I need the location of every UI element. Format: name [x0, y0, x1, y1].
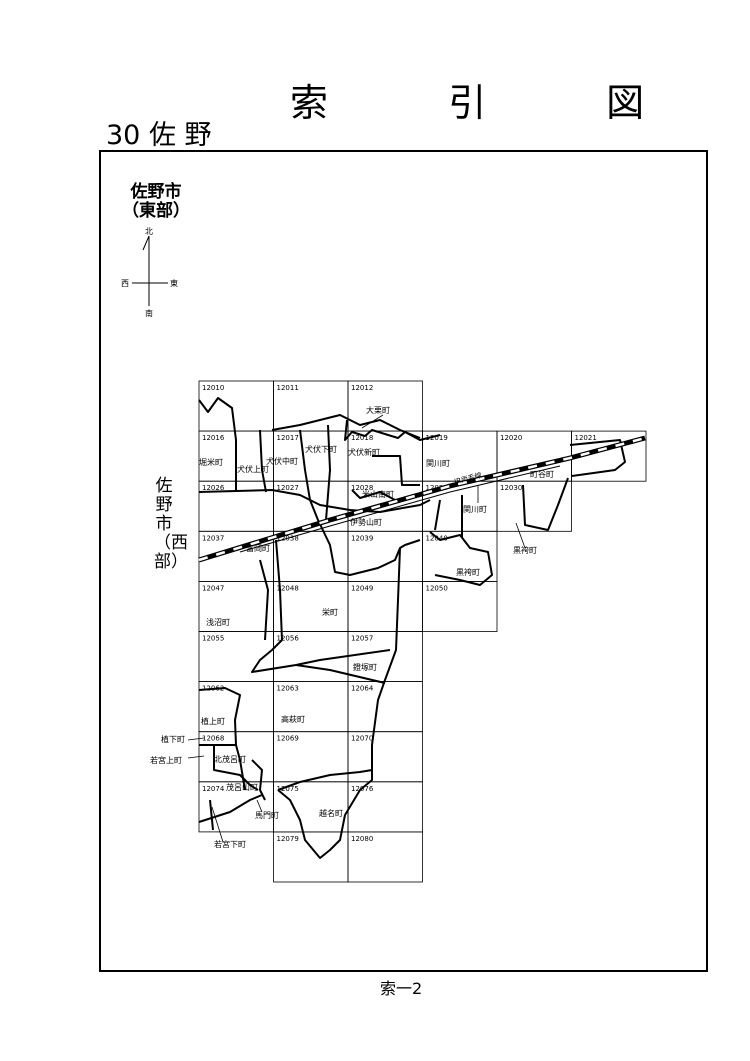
town-label: 鐙塚町	[353, 662, 377, 672]
compass-north-label: 北	[145, 227, 153, 236]
town-label: 町谷町	[530, 470, 554, 479]
town-label: 関川町	[463, 505, 487, 514]
page-footer: 索一2	[380, 979, 423, 998]
grid-cell-label: 12055	[202, 635, 224, 643]
town-label: 黒袴町	[513, 545, 537, 555]
grid-cell-label: 12069	[277, 735, 299, 743]
compass-east-label: 東	[170, 279, 178, 288]
town-boundaries	[198, 397, 626, 859]
grid-cell-label: 12063	[277, 685, 299, 693]
grid-cell-label: 12019	[426, 434, 448, 442]
compass-icon	[132, 235, 168, 306]
grid-cell-label: 12070	[351, 735, 373, 743]
grid-cell-label: 12016	[202, 434, 225, 442]
town-label: 若宮下町	[214, 839, 246, 849]
town-label: 関川町	[426, 459, 450, 468]
grid-cell-label: 12047	[202, 584, 224, 592]
grid-cell	[422, 581, 498, 632]
town-label: 植上町	[201, 716, 225, 726]
town-label: 犬伏新町	[348, 447, 380, 457]
grid-cell-label: 12064	[351, 685, 374, 693]
leader-lines	[187, 414, 526, 843]
grid-cell-label: 12075	[277, 785, 299, 793]
town-label: 栄町	[322, 607, 338, 617]
town-label: 犬伏上町	[237, 464, 269, 474]
grid-cell-label: 12028	[351, 484, 373, 492]
grid-cell-label: 12050	[426, 584, 448, 592]
map-frame	[99, 150, 708, 972]
area-name: 佐野市 （東部）	[122, 183, 190, 221]
grid-cell-label: 12057	[351, 635, 373, 643]
grid-cell-label: 12049	[351, 584, 373, 592]
town-label: 米山南町	[362, 489, 394, 499]
page-subtitle: 30 佐 野	[106, 120, 212, 151]
grid-cell-label: 12021	[575, 434, 597, 442]
grid-cell-label: 12017	[277, 434, 299, 442]
town-label: 馬門町	[255, 811, 279, 820]
town-label: 越名町	[319, 808, 343, 818]
town-label: 犬伏下町	[305, 444, 337, 454]
grid-cell-label: 12018	[351, 434, 373, 442]
grid-cell	[347, 831, 423, 883]
grid-cell-label: 12010	[202, 384, 224, 392]
compass-south-label: 南	[145, 309, 153, 318]
town-label: 伊勢山町	[350, 517, 382, 527]
grid-cell-label: 12027	[277, 484, 299, 492]
grid-cell-label: 12079	[277, 835, 299, 843]
town-label: 犬伏中町	[266, 456, 298, 466]
page-title: 索 引 図	[290, 81, 699, 125]
grid-cell-label: 12030	[500, 484, 522, 492]
area-name-line1: 佐野市	[130, 182, 182, 202]
area-name-line2: （東部）	[122, 201, 190, 221]
town-label: 若宮上町	[150, 755, 182, 765]
town-label: 植下町	[161, 734, 185, 744]
town-label: 富岡町	[246, 543, 270, 553]
town-label: 大栗町	[366, 405, 390, 415]
grid-cell-label: 12074	[202, 785, 225, 793]
grid-cell-label: 12012	[351, 384, 373, 392]
town-label: 北茂呂町	[214, 754, 246, 764]
grid-cell-label: 12039	[351, 534, 373, 542]
town-label: 黒袴町	[456, 567, 480, 577]
grid-cell-label: 12026	[202, 484, 225, 492]
grid-cell-label: 12056	[277, 635, 300, 643]
town-labels: 大栗町犬伏下町犬伏新町関川町堀米町犬伏上町犬伏中町町谷町米山南町関川町伊勢山町富…	[150, 405, 554, 849]
grid-cell	[496, 480, 572, 532]
railway-line	[198, 435, 646, 563]
town-label: 堀米町	[199, 457, 223, 467]
town-label: 高萩町	[281, 714, 305, 724]
grid-cell-label: 12011	[277, 384, 299, 392]
grid-cell-label: 12068	[202, 735, 224, 743]
town-label: 茂呂山町	[226, 782, 258, 792]
grid-cell-label: 12037	[202, 534, 224, 542]
grid-cell-label: 12020	[500, 434, 522, 442]
grid-cell-label: 12048	[277, 584, 299, 592]
town-label: 浅沼町	[206, 617, 230, 627]
map-grid	[198, 380, 647, 883]
compass-west-label: 西	[121, 279, 129, 288]
grid-cell-label: 12080	[351, 835, 373, 843]
